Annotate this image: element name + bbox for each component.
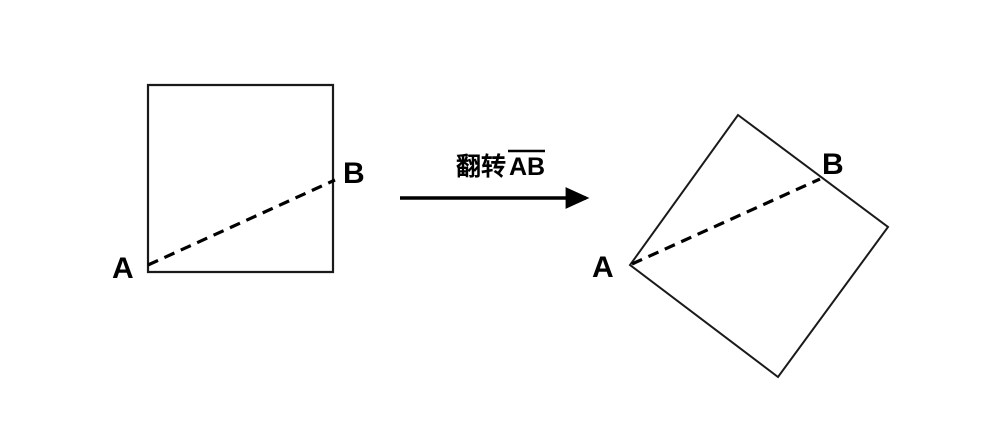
transform-label-segment: AB	[509, 153, 545, 181]
vertex-label-a-flipped: A	[592, 251, 614, 284]
segment-ab-original	[147, 178, 336, 267]
transform-label-chinese: 翻转	[456, 152, 506, 181]
vertex-label-b-flipped: B	[822, 148, 844, 181]
original-square	[146, 83, 335, 274]
flipped-square	[628, 113, 890, 379]
vertex-label-b-original: B	[343, 157, 365, 190]
vertex-label-a-original: A	[112, 252, 134, 285]
segment-ab-flipped	[631, 177, 821, 266]
